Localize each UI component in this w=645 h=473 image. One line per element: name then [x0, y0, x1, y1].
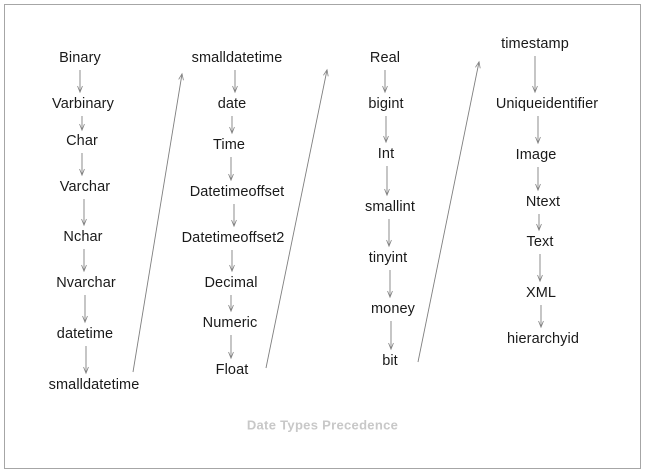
node-label: datetime: [56, 325, 114, 342]
node-label: timestamp: [501, 35, 569, 52]
node-label: Image: [515, 146, 557, 163]
chain-arrows: [77, 56, 544, 375]
node-label: hierarchyid: [506, 330, 580, 347]
node-label: money: [370, 300, 416, 317]
node-label: Real: [369, 49, 401, 66]
diagonal-arrows: [132, 60, 481, 373]
node-label: bit: [382, 352, 398, 369]
node-label: date: [217, 95, 247, 112]
node-label: Uniqueidentifier: [495, 95, 599, 112]
node-label: Decimal: [204, 274, 258, 291]
node-label: Varbinary: [52, 95, 114, 112]
node-label: Datetimeoffset2: [181, 229, 285, 246]
node-label: Char: [66, 132, 98, 149]
node-label: Binary: [59, 49, 101, 66]
node-label: tinyint: [368, 249, 408, 266]
node-label: Datetimeoffset: [189, 183, 285, 200]
node-label: XML: [525, 284, 557, 301]
diagonal-arrow-col2-to-col3: [265, 68, 329, 369]
node-label: Ntext: [525, 193, 561, 210]
figure-caption: Date Types Precedence: [246, 417, 399, 433]
node-label: Text: [526, 233, 554, 250]
node-label: smalldatetime: [48, 376, 140, 393]
node-label: Int: [377, 145, 395, 162]
node-label: Varchar: [59, 178, 111, 195]
node-label: Numeric: [202, 314, 258, 331]
diagonal-arrow-col3-to-col4: [417, 60, 481, 363]
diagonal-arrow-col1-to-col2: [132, 72, 184, 373]
node-label: Time: [212, 136, 246, 153]
node-label: bigint: [368, 95, 404, 112]
node-label: smalldatetime: [191, 49, 283, 66]
node-label: Nvarchar: [56, 274, 116, 291]
node-label: Nchar: [63, 228, 103, 245]
node-label: Float: [215, 361, 249, 378]
node-label: smallint: [365, 198, 415, 215]
